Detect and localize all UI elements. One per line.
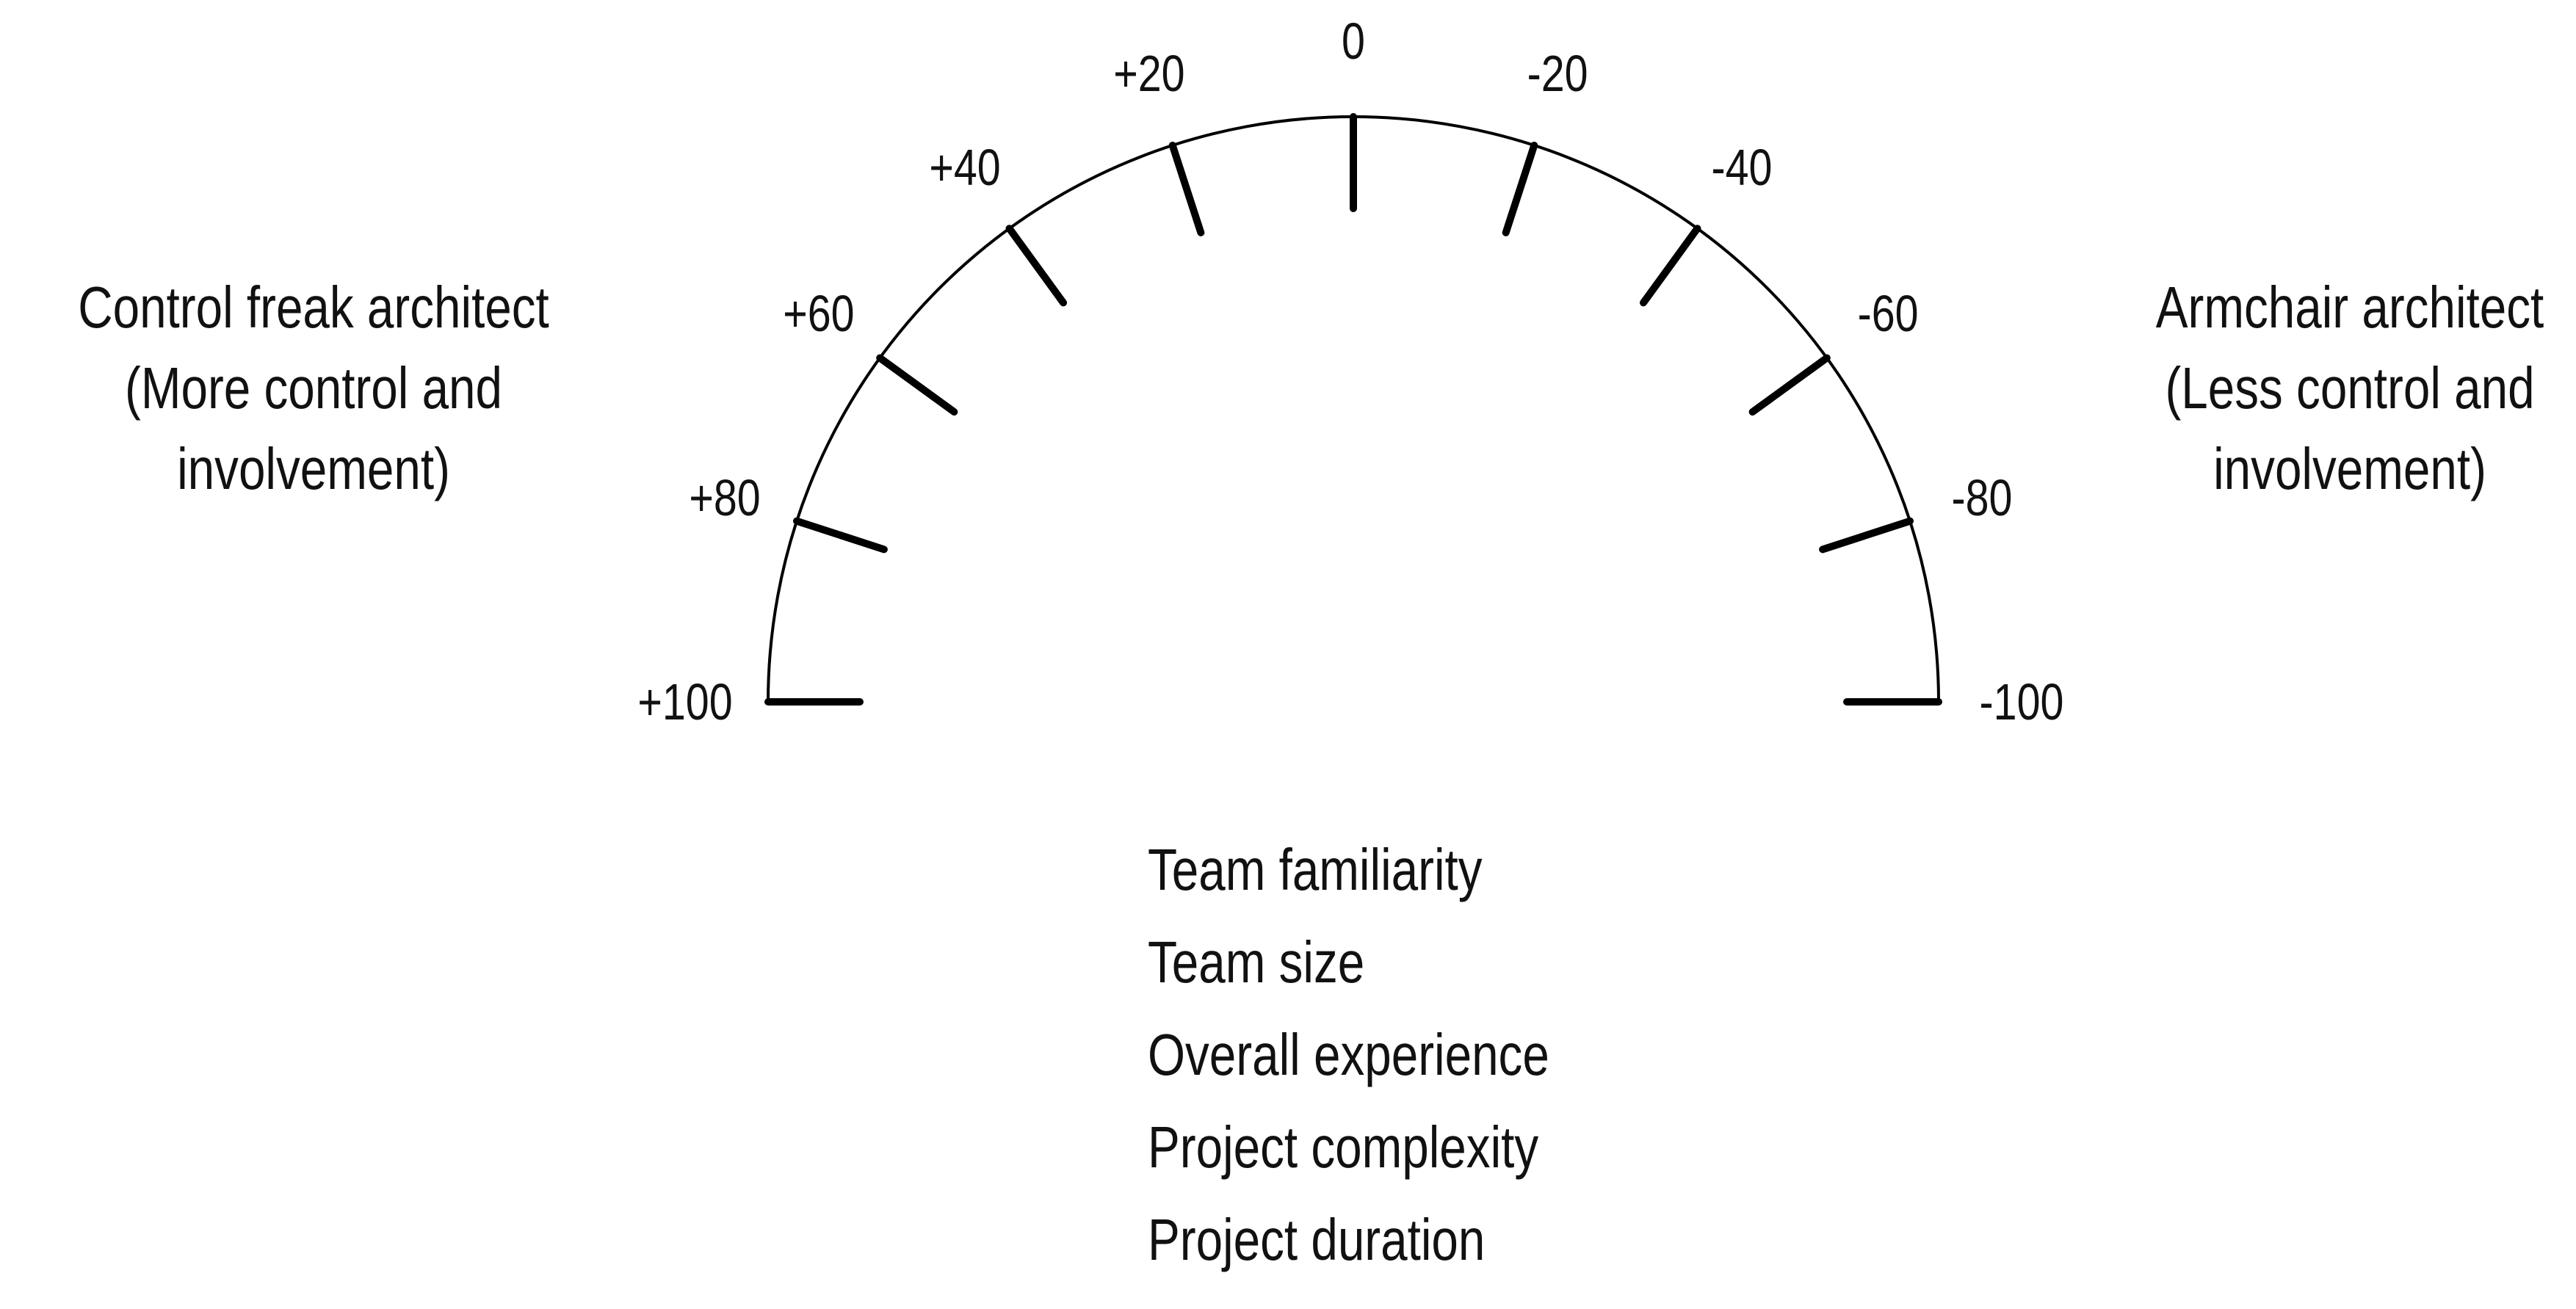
left-label-line: (More control and — [125, 355, 502, 421]
factor-list: Team familiarity Team size Overall exper… — [1148, 837, 1549, 1273]
gauge-ticks — [764, 113, 1942, 706]
right-label: Armchair architect (Less control and inv… — [2156, 275, 2544, 502]
left-label-line: involvement) — [177, 436, 450, 502]
factor-item: Team familiarity — [1148, 837, 1483, 903]
gauge-tick-label: -80 — [1951, 468, 2012, 526]
gauge-tick — [793, 517, 888, 554]
gauge-tick-labels: +100 +80 +60 +40 +20 0 -20 -40 -60 -80 -100 — [637, 12, 2063, 731]
gauge-tick-label: -60 — [1858, 285, 1919, 343]
factor-item: Team size — [1148, 929, 1364, 996]
gauge-tick-label: 0 — [1342, 12, 1365, 70]
gauge-tick-label: -40 — [1712, 138, 1773, 196]
gauge-tick — [1819, 517, 1914, 554]
gauge-tick-label: -20 — [1527, 45, 1588, 103]
gauge-tick-label: +20 — [1113, 45, 1184, 103]
gauge-tick-label: +40 — [929, 138, 1000, 196]
gauge-tick-label: -100 — [1980, 673, 2064, 731]
factor-item: Project duration — [1148, 1207, 1485, 1273]
gauge-tick — [1005, 225, 1068, 307]
right-label-line: (Less control and — [2165, 355, 2534, 421]
factor-item: Overall experience — [1148, 1022, 1549, 1088]
gauge-tick-label: +80 — [689, 468, 760, 526]
gauge-tick — [1639, 225, 1701, 307]
left-label-line: Control freak architect — [78, 275, 549, 341]
gauge-tick — [876, 354, 958, 416]
gauge-tick-label: +100 — [637, 673, 732, 731]
left-label: Control freak architect (More control an… — [78, 275, 549, 502]
right-label-line: Armchair architect — [2156, 275, 2544, 341]
gauge-tick — [1502, 142, 1538, 236]
gauge-tick — [1168, 142, 1205, 236]
factor-item: Project complexity — [1148, 1114, 1539, 1181]
right-label-line: involvement) — [2213, 436, 2486, 502]
gauge-tick-label: +60 — [783, 285, 854, 343]
gauge-tick — [1748, 354, 1831, 416]
